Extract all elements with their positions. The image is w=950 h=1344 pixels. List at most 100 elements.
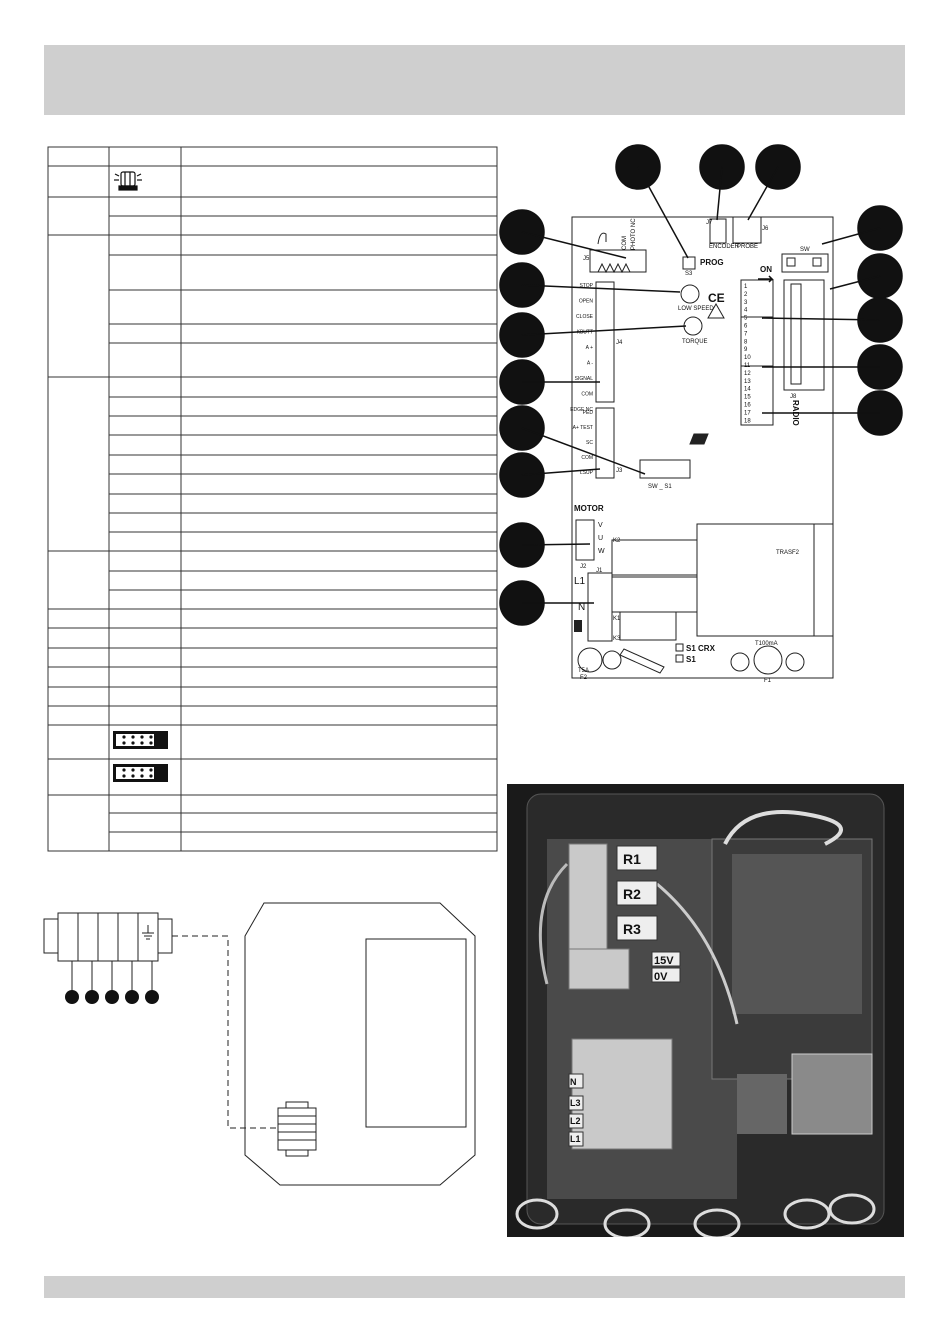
f2-label: F2	[580, 675, 588, 681]
sw-header	[781, 253, 829, 273]
ce-mark: CE	[708, 291, 725, 305]
j8-terminal	[783, 279, 825, 391]
dip-number-label: 15	[744, 395, 751, 401]
dip-number-label: 11	[744, 363, 751, 369]
motor-terminal-label: W	[598, 548, 605, 555]
jumper-open-icon	[113, 731, 168, 749]
callout-leader	[637, 166, 689, 259]
k3-label: K3	[613, 636, 621, 642]
callout-leader	[747, 166, 779, 221]
probe-label: PROBE	[737, 244, 758, 250]
relay-r3-label: R3	[623, 921, 641, 937]
n-label: N	[578, 602, 585, 613]
callout-leader	[821, 227, 881, 245]
relay-r3	[616, 915, 658, 941]
installed-unit-photo: R1 R2 R3 15V 0V N L3 L2 L1	[507, 784, 904, 1237]
fuse-f1	[753, 645, 783, 675]
torque-label: TORQUE	[682, 339, 708, 345]
dip-number-label: 16	[744, 403, 751, 409]
flashing-lamp-icon	[114, 171, 142, 191]
relay-r2	[616, 880, 658, 906]
j2-label: J2	[580, 564, 587, 570]
dip-number-label: 3	[744, 300, 748, 306]
j4-terminal-label: STOP	[579, 283, 593, 289]
j6-label: J6	[762, 226, 769, 232]
sw-label: SW	[800, 247, 810, 253]
j4-terminal-label: CLOSE	[576, 314, 594, 320]
k1-label: K1	[613, 616, 621, 622]
j4-terminal	[595, 281, 615, 403]
t5a-label: T5A	[578, 668, 589, 674]
callout-leader	[521, 284, 681, 293]
callout-leader	[761, 317, 881, 321]
relay-r1	[616, 845, 658, 871]
dip-number-label: 14	[744, 387, 751, 393]
dip-number-label: 8	[744, 339, 748, 345]
relay-r2-label: R2	[623, 886, 641, 902]
j3-terminal-label: PED	[583, 410, 594, 416]
motor-terminal-label: V	[598, 522, 603, 529]
s1-label: S1	[686, 655, 696, 664]
j4-label: J4	[616, 340, 623, 346]
dip-number-label: 5	[744, 316, 748, 322]
j4-terminal-label: A -	[587, 361, 593, 367]
trasf2-label: TRASF2	[776, 550, 800, 556]
low-speed-trimmer	[680, 284, 700, 304]
s1-crx-label: S1 CRX	[686, 644, 716, 653]
transformer	[696, 523, 834, 637]
j3-label: J3	[616, 468, 623, 474]
j4-terminal-label: KBUTT	[577, 330, 593, 336]
motor-label: MOTOR	[574, 504, 604, 513]
f1-label: F1	[764, 678, 772, 684]
j3-terminal-label: SC	[586, 440, 593, 446]
callout-leader	[716, 166, 723, 221]
j3-terminal	[595, 407, 615, 479]
callout-leader	[521, 325, 687, 336]
low-speed-label: LOW SPEED	[678, 306, 714, 312]
encoder-label: ENCODER	[709, 244, 740, 250]
fuse-f2	[577, 647, 603, 673]
j7-label: J7	[706, 220, 713, 226]
dip-number-label: 4	[744, 308, 748, 314]
j4-terminal-label: OPEN	[579, 299, 594, 305]
callout-leader	[521, 543, 591, 546]
dip-number-label: 2	[744, 292, 748, 298]
j1-label: J1	[596, 568, 603, 574]
t100ma-label: T100mA	[755, 641, 778, 647]
prog-label: PROG	[700, 258, 724, 267]
com-label: COM	[622, 236, 628, 250]
prog-button	[682, 256, 696, 270]
callout-leader	[521, 468, 601, 476]
dip-number-label: 1	[744, 284, 748, 290]
mains-l1-label: L1	[570, 1134, 581, 1144]
dip-number-label: 13	[744, 379, 751, 385]
dip-number-label: 12	[744, 371, 751, 377]
on-label: ON	[760, 265, 772, 274]
footer-band	[44, 1276, 905, 1298]
mains-l2-label: L2	[570, 1116, 581, 1126]
callout-leader	[521, 427, 646, 475]
j4-terminal-label: COM	[581, 392, 593, 398]
callout-leader	[521, 231, 627, 259]
j6-connector	[732, 216, 762, 244]
enclosure-outline	[244, 902, 476, 1186]
mains-n-label: N	[570, 1077, 577, 1087]
j4-terminal-label: EDGE NC	[570, 407, 593, 413]
k2-label: K2	[613, 538, 621, 544]
j4-terminal-label: A +	[586, 345, 593, 351]
j5-connector	[589, 249, 647, 273]
photo-nc-label: PHOTO NC	[631, 218, 637, 250]
j7-connector	[709, 218, 727, 244]
dip-number-label: 6	[744, 324, 748, 330]
dip-number-label: 7	[744, 331, 748, 337]
j3-terminal-label: A+ TEST	[573, 425, 593, 431]
sw-s1-connector	[639, 459, 691, 479]
l1-label: L1	[574, 576, 586, 587]
supply-15v-label: 15V	[654, 955, 674, 967]
terminal-block	[57, 912, 159, 962]
cable-gland	[277, 1107, 317, 1151]
dip-number-label: 10	[744, 355, 751, 361]
